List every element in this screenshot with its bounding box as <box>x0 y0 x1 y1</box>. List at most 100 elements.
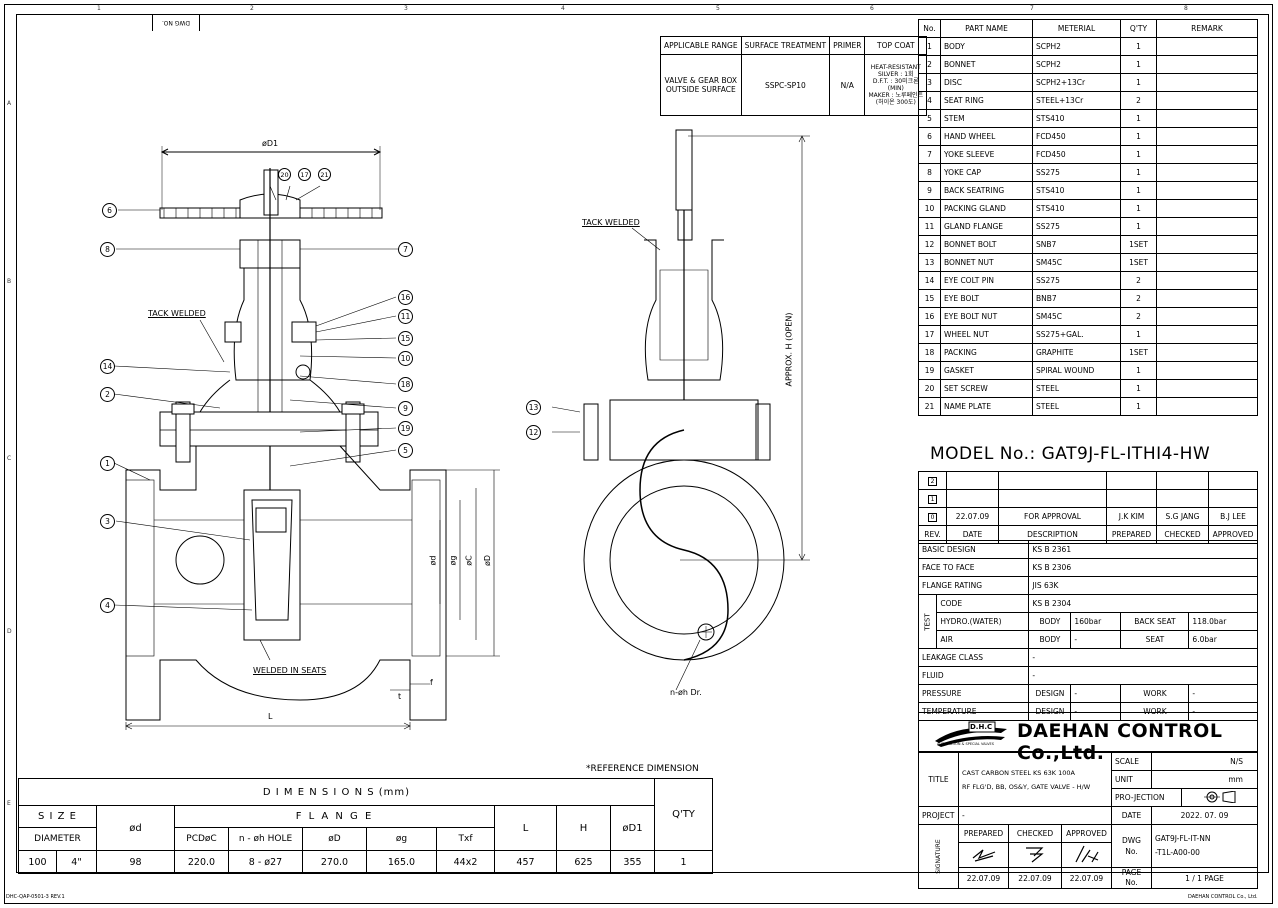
label-tack-welded-left: TACK WELDED <box>148 309 206 318</box>
l-dimension <box>125 683 430 730</box>
part-no: 5 <box>918 109 941 128</box>
parts-header-no: No. <box>918 19 941 38</box>
coating-surface: SSPC-SP10 <box>740 54 831 116</box>
balloon-part-19: 19 <box>398 421 413 436</box>
rev-cell <box>1156 489 1209 508</box>
parts-header-remark: REMARK <box>1156 19 1258 38</box>
rev-mark-1: 1 <box>918 489 947 508</box>
part-qty: 1 <box>1120 379 1157 398</box>
part-remark <box>1156 145 1258 164</box>
part-material: SS275 <box>1032 271 1121 290</box>
part-qty: 1 <box>1120 109 1157 128</box>
revision-table: 2 1 0 22.07.09 FOR APPROVAL J.K KIM S.G … <box>918 471 1258 544</box>
balloon-part-13: 13 <box>526 400 541 415</box>
spec-test-label: TEST <box>917 594 938 649</box>
part-name: WHEEL NUT <box>940 325 1033 344</box>
project-value: - <box>958 806 1112 825</box>
rev-cell <box>1208 489 1258 508</box>
part-qty: 1 <box>1120 127 1157 146</box>
label-approx-h: APPROX. H (OPEN) <box>784 312 794 387</box>
part-material: STS410 <box>1032 181 1121 200</box>
spec-fluid-value: - <box>1028 666 1258 685</box>
part-qty: 1 <box>1120 181 1157 200</box>
topcoat-line: MAKER : 노루페인트 <box>868 92 924 99</box>
coating-primer: N/A <box>829 54 866 116</box>
label-f-dim: f <box>430 678 433 687</box>
label-t-dim: t <box>398 692 402 701</box>
dim-d1-header: øD1 <box>610 805 655 851</box>
part-name: HAND WHEEL <box>940 127 1033 146</box>
topcoat-line: HEAT-RESISTANT <box>870 64 921 71</box>
topcoat-line: (허이온 300도) <box>875 99 916 106</box>
balloon-part-6: 6 <box>102 203 117 218</box>
rev-cell <box>1208 471 1258 490</box>
part-no: 16 <box>918 307 941 326</box>
part-material: STEEL <box>1032 397 1121 416</box>
sig-approved-date: 22.07.09 <box>1061 867 1112 889</box>
zone-3: 3 <box>404 5 408 12</box>
dim-value-size: 100 <box>18 850 57 874</box>
part-material: FCD450 <box>1032 127 1121 146</box>
d1-dimension <box>160 146 382 210</box>
part-qty: 2 <box>1120 307 1157 326</box>
part-name: BONNET <box>940 55 1033 74</box>
dim-value-hole: 8 - ø27 <box>228 850 303 874</box>
balloon-part-2: 2 <box>100 387 115 402</box>
part-remark <box>1156 217 1258 236</box>
dim-g-header: øg <box>366 827 437 851</box>
spec-basic-design-label: BASIC DESIGN <box>917 540 1030 559</box>
leader-lines <box>113 185 398 661</box>
scale-value: N/S <box>1151 752 1258 771</box>
part-qty: 1 <box>1120 361 1157 380</box>
part-qty: 1 <box>1120 325 1157 344</box>
reference-dimension-note: *REFERENCE DIMENSION <box>586 764 699 774</box>
part-remark <box>1156 55 1258 74</box>
dim-D-header: øD <box>302 827 367 851</box>
part-material: STEEL <box>1032 379 1121 398</box>
part-name: BONNET BOLT <box>940 235 1033 254</box>
label-n-h: n-øh Dr. <box>670 688 702 697</box>
part-remark <box>1156 343 1258 362</box>
dim-value-pcd: 220.0 <box>174 850 229 874</box>
spec-leakage-label: LEAKAGE CLASS <box>917 648 1030 667</box>
dim-value-h: 625 <box>556 850 611 874</box>
dwg-no-label: DWG No. <box>1111 824 1152 868</box>
part-name: NAME PLATE <box>940 397 1033 416</box>
dim-value-D: 270.0 <box>302 850 367 874</box>
test-label-text: TEST <box>923 612 932 631</box>
spec-temp-work: WORK <box>1120 702 1190 721</box>
signature-label-cell: SIGNATURE <box>918 824 959 889</box>
part-name: YOKE SLEEVE <box>940 145 1033 164</box>
rev-cell <box>1106 489 1157 508</box>
dim-size-header: S I Z E <box>18 805 97 828</box>
spec-code-value: KS B 2304 <box>1028 594 1258 613</box>
part-qty: 1 <box>1120 397 1157 416</box>
part-material: STS410 <box>1032 109 1121 128</box>
spec-face-value: KS B 2306 <box>1028 558 1258 577</box>
handwheel <box>159 169 383 219</box>
part-material: GRAPHITE <box>1032 343 1121 362</box>
dim-qty-header: Q'TY <box>654 778 713 851</box>
part-qty: 2 <box>1120 271 1157 290</box>
parts-header-qty: Q'TY <box>1120 19 1157 38</box>
part-no: 3 <box>918 73 941 92</box>
part-no: 11 <box>918 217 941 236</box>
signature-label: SIGNATURE <box>935 839 942 874</box>
spec-face-label: FACE TO FACE <box>917 558 1030 577</box>
dim-h-header: H <box>556 805 611 851</box>
balloon-part-14: 14 <box>100 359 115 374</box>
title-line: CAST CARBON STEEL KS 63K 100A <box>962 768 1075 777</box>
dim-diameter-header: DIAMETER <box>18 827 97 851</box>
part-remark <box>1156 235 1258 254</box>
balloon-part-9: 9 <box>398 401 413 416</box>
part-name: BONNET NUT <box>940 253 1033 272</box>
